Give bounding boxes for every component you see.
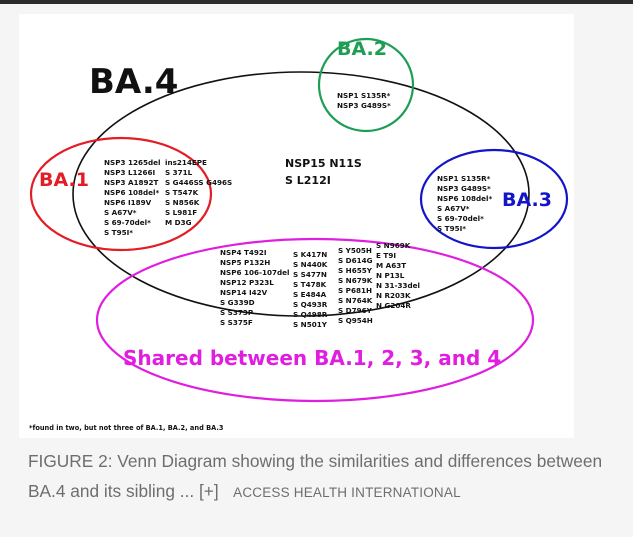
shared-mutation: N G204R [376,301,411,310]
ba1-mutation: NSP6 108del* [104,188,159,197]
ba1-mutation: M D3G [165,218,192,227]
ba4-mutation: NSP15 N11S [285,157,362,170]
ba1-mutation: S 69-70del* [104,218,151,227]
venn-diagram-figure[interactable]: BA.4 BA.2 BA.1 BA.3 Shared between BA.1,… [19,14,574,438]
venn-diagram: BA.4 BA.2 BA.1 BA.3 Shared between BA.1,… [29,37,569,432]
ba1-mutation: S T95I* [104,228,133,237]
ba1-mutation: S T547K [165,188,199,197]
shared-mutation: S Y505H [338,246,372,255]
ba3-mutation: S 69-70del* [437,214,484,223]
image-credit: ACCESS HEALTH INTERNATIONAL [233,485,461,500]
shared-mutation: S S373P [220,308,253,317]
ba2-mutation: NSP1 S135R* [337,91,391,100]
shared-mutation: S S477N [293,270,327,279]
shared-mutation: S E484A [293,290,327,299]
ba1-mutation: NSP6 I189V [104,198,152,207]
shared-mutation: N P13L [376,271,405,280]
shared-label: Shared between BA.1, 2, 3, and 4 [123,346,501,370]
shared-mutation: S Q954H [338,316,373,325]
ba3-ellipse [419,148,569,250]
shared-mutation: N 31-33del [376,281,420,290]
caption-text: FIGURE 2: Venn Diagram showing the simil… [28,451,603,501]
ba3-mutation: S T95I* [437,224,466,233]
ba1-mutation: S 371L [165,168,193,177]
ba1-mutation: NSP3 L1266I [104,168,156,177]
shared-mutation: M A63T [376,261,406,270]
ba1-mutation: S A67V* [104,208,137,217]
shared-mutation: S D796Y [338,306,373,315]
shared-mutation: S S375F [220,318,253,327]
ba3-mutation: NSP6 108del* [437,194,492,203]
shared-mutation: E T9I [376,251,396,260]
ba3-mutation-list: NSP1 S135R* NSP3 G489S* NSP6 108del* S A… [437,174,492,233]
ba2-ellipse [317,37,415,133]
shared-mutation: S N679K [338,276,373,285]
ba1-mutation: S G446SS G496S [165,178,232,187]
shared-mutation: S Q493R [293,300,328,309]
shared-mutation: S Q498R [293,310,328,319]
top-bar [0,0,633,4]
shared-mutation: S N969K [376,241,411,250]
ba4-ellipse [72,71,530,317]
shared-mutation: S N501Y [293,320,328,329]
expand-caption-link[interactable]: [+] [199,481,219,501]
shared-mutation: S G339D [220,298,255,307]
shared-mutation: N R203K [376,291,411,300]
shared-mutation: S H655Y [338,266,373,275]
ba1-mutation: NSP3 1265del [104,158,160,167]
ba2-mutation-list: NSP1 S135R* NSP3 G489S* [337,91,391,110]
ba2-label: BA.2 [337,38,387,60]
shared-mutation: NSP5 P132H [220,258,270,267]
ba3-mutation: S A67V* [437,204,470,213]
ba3-mutation: NSP3 G489S* [437,184,491,193]
shared-mutation: NSP6 106-107del [220,268,289,277]
ba1-mutation: S L981F [165,208,197,217]
shared-mutation: S T478K [293,280,327,289]
shared-mutation: S N440K [293,260,328,269]
shared-mutation-list: NSP4 T492I NSP5 P132H NSP6 106-107del NS… [220,241,420,329]
ba4-mutation-list: NSP15 N11S S L212I [285,157,362,187]
ba1-ellipse [29,136,213,252]
ba1-label: BA.1 [39,169,89,191]
shared-ellipse [95,237,535,403]
ba2-mutation: NSP3 G489S* [337,101,391,110]
ba1-mutation: ins214EPE [165,158,207,167]
ba1-mutation: S N856K [165,198,200,207]
shared-mutation: S P681H [338,286,372,295]
ba3-mutation: NSP1 S135R* [437,174,491,183]
shared-mutation: NSP14 I42V [220,288,268,297]
ba4-label: BA.4 [89,62,178,102]
footnote: *found in two, but not three of BA.1, BA… [29,424,224,432]
figure-caption: FIGURE 2: Venn Diagram showing the simil… [28,446,618,508]
shared-mutation: S N764K [338,296,373,305]
shared-mutation: S D614G [338,256,373,265]
ba3-label: BA.3 [502,189,552,211]
ba4-mutation: S L212I [285,174,331,187]
shared-mutation: S K417N [293,250,327,259]
shared-mutation: NSP12 P323L [220,278,274,287]
ba1-mutation: NSP3 A1892T [104,178,159,187]
ba1-mutation-list: NSP3 1265del NSP3 L1266I NSP3 A1892T NSP… [104,158,232,237]
shared-mutation: NSP4 T492I [220,248,267,257]
